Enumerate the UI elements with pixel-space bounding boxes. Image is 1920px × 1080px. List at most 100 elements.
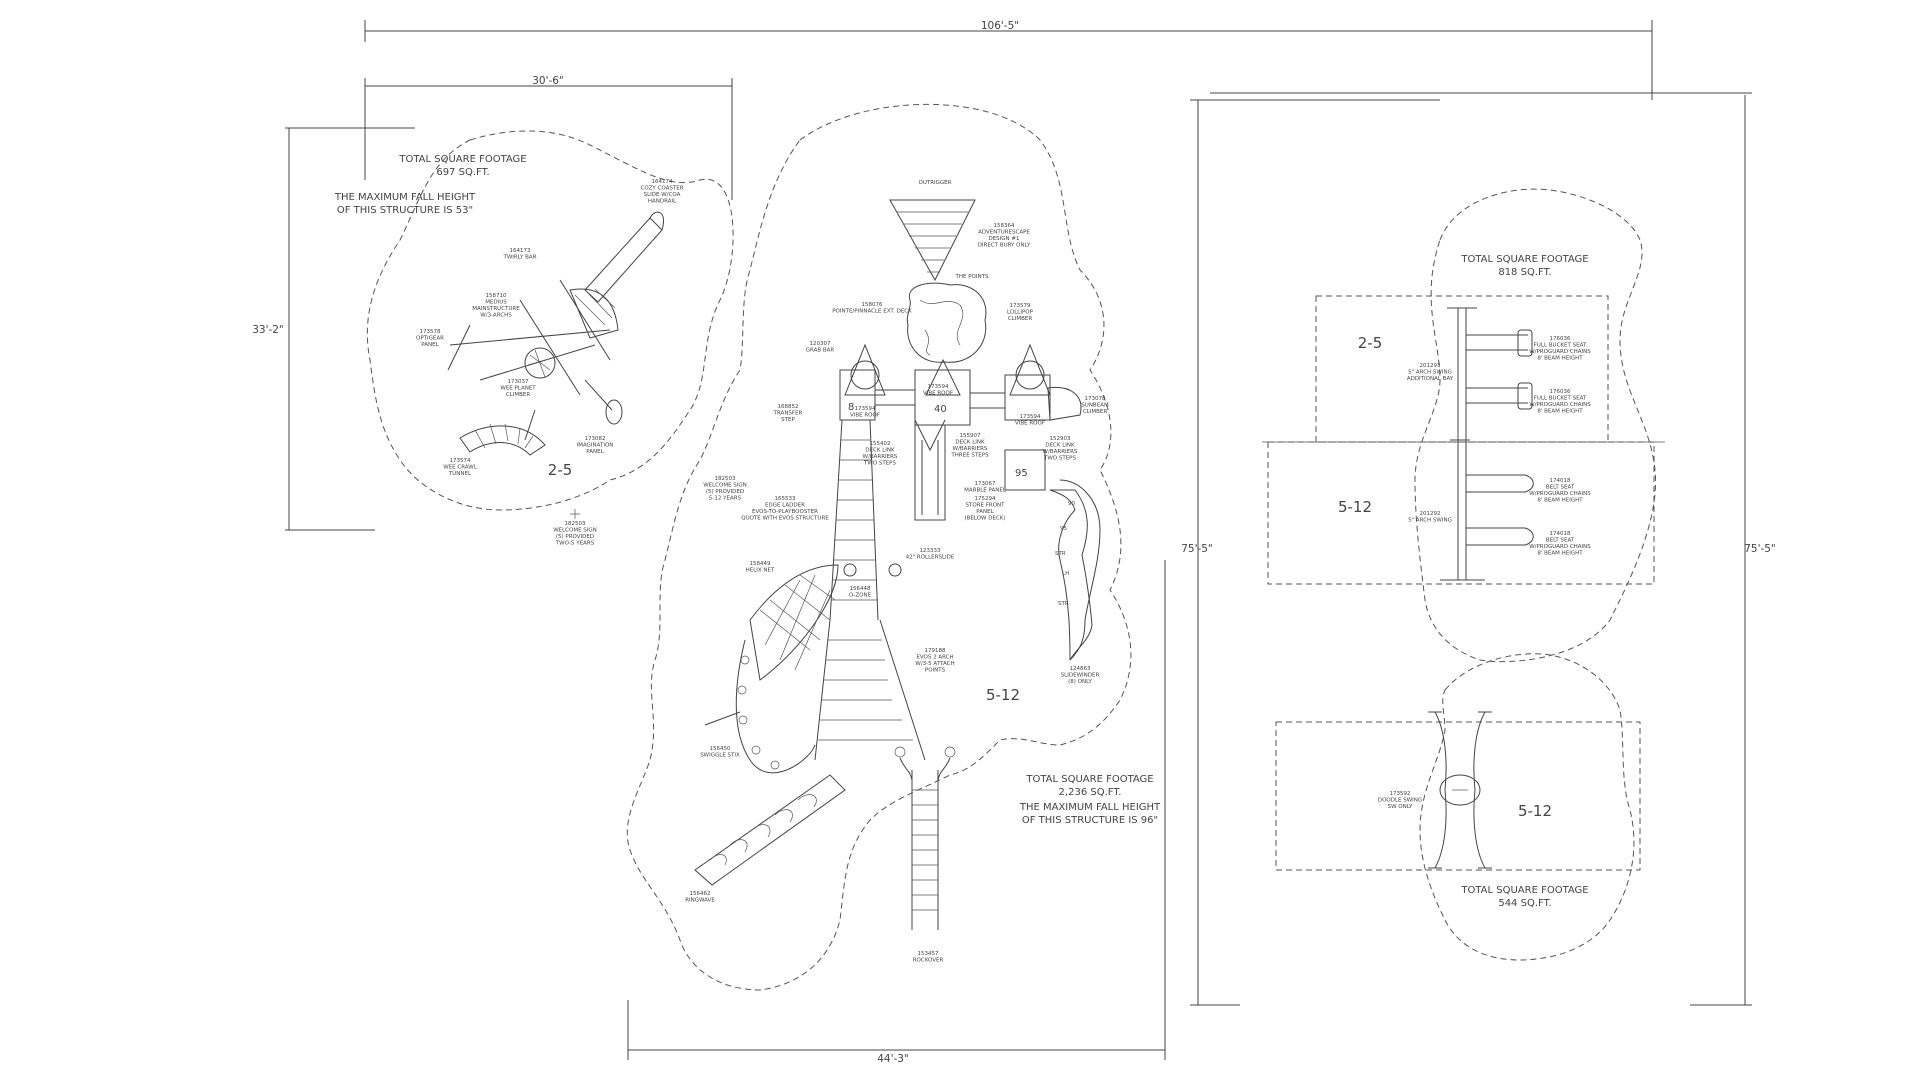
callout-c18-line: 165533: [775, 496, 796, 502]
callout-c26-line: ROCKOVER: [913, 958, 944, 964]
callout-c15-line: 5-12 YEARS: [709, 496, 742, 502]
callout-c2-line: DIRECT BURY ONLY: [978, 243, 1031, 249]
slide-label-3: STR: [1055, 551, 1066, 557]
callout-s1-line: 176036: [1550, 336, 1571, 342]
callout-c24-line: SWIGGLE STIX: [700, 753, 740, 759]
imagination-panel-icon: [584, 379, 613, 411]
vibe-roof-icons: [844, 343, 1051, 396]
callout-c24-line: 156450: [710, 746, 731, 752]
callout-c25-line: RINGWAVE: [685, 898, 715, 904]
callout-s2-line: ADDITIONAL BAY: [1407, 376, 1454, 382]
callout-l3-line: 158710: [486, 293, 507, 299]
callout-c1: OUTRIGGER: [919, 180, 952, 186]
callout-c14-line: 152903: [1050, 436, 1071, 442]
callout-c17-line: PANEL: [976, 509, 994, 515]
callout-c22-line: W/3-5 ATTACH: [915, 661, 954, 667]
safety-zone-outlines: [366, 103, 1665, 991]
callout-c16-line: MARBLE PANEL: [964, 488, 1007, 494]
imagination-panel-disc-icon: [605, 399, 623, 425]
dimension-lines: [285, 20, 1752, 1060]
dim-left-width: 30'-6": [532, 75, 564, 87]
callout-c8-line: 173078: [1085, 396, 1106, 402]
swiggle-stix-icon: [704, 639, 816, 774]
deck-height-95: 95: [1015, 468, 1028, 479]
callout-c17-line: STORE FRONT: [965, 503, 1005, 509]
callout-d1-line: 173592: [1390, 791, 1411, 797]
callout-s3-line: 176036: [1550, 389, 1571, 395]
medius-mainstructure-icon: [449, 279, 619, 396]
callout-c9-line: TRANSFER: [773, 411, 803, 417]
callout-c8-line: SUNBEAM: [1081, 403, 1109, 409]
center-fall-height-1: THE MAXIMUM FALL HEIGHT: [1019, 802, 1161, 813]
callout-c18-line: EVOS-TO-PLAYBOOSTER: [752, 509, 818, 515]
deck-height-8: 8: [848, 402, 854, 413]
slide-label-1: 90: [1068, 501, 1075, 507]
callout-s5-line: 201292: [1420, 511, 1441, 517]
callout-l8-line: WELCOME SIGN: [553, 528, 597, 534]
callout-c21-line: 156448: [850, 586, 871, 592]
callout-s2-line: 5" ARCH SWING: [1408, 370, 1452, 376]
callout-c16-line: 173067: [975, 481, 996, 487]
callout-c12-line: DECK LINK: [865, 448, 895, 454]
swings-age-b: 5-12: [1338, 498, 1372, 516]
left-sqft-title: TOTAL SQUARE FOOTAGE: [398, 154, 526, 165]
callout-c18-line: QUOTE WITH EVOS STRUCTURE: [741, 516, 829, 522]
callout-c5-line: CLIMBER: [1008, 316, 1033, 322]
callout-l1-line: 164174: [652, 179, 673, 185]
callout-c2-line: ADVENTURESCAPE: [978, 230, 1030, 236]
callout-c26-line: 153457: [918, 951, 939, 957]
callout-c13-line: DECK LINK: [955, 440, 985, 446]
callout-s2-line: 201293: [1420, 363, 1441, 369]
deck-height-40: 40: [934, 404, 947, 415]
swing-beam-icon: [1440, 307, 1485, 581]
callout-c13-line: 155907: [960, 433, 981, 439]
callout-l3-line: MEDIUS: [485, 300, 507, 306]
rollerslide-icon: [914, 419, 946, 521]
callout-d1-line: SW ONLY: [1388, 804, 1413, 810]
dim-overall-width: 106'-5": [981, 20, 1019, 32]
optigear-panel-icon: [447, 324, 471, 371]
callout-l6-line: IMAGINATION: [577, 443, 614, 449]
callout-s1-line: W/PROGUARD CHAINS: [1529, 349, 1591, 355]
callout-l1-line: SLIDE W/COA: [644, 192, 681, 198]
callout-c2-line: 158364: [994, 223, 1015, 229]
callout-l5-line: WEE PLANET: [500, 386, 536, 392]
full-bucket-seat-icons: [1466, 329, 1533, 410]
callout-l5-line: 173037: [508, 379, 529, 385]
dim-left-height: 33'-2": [252, 324, 284, 336]
callout-c14-line: DECK LINK: [1045, 443, 1075, 449]
callout-c9-line: STEP: [781, 417, 795, 423]
callout-c20-line: HELIX NET: [746, 568, 775, 574]
swings-sqft-value: 818 SQ.FT.: [1498, 267, 1551, 278]
dim-right-height-b: 75'-5": [1744, 543, 1776, 555]
callout-s6-line: 174018: [1550, 531, 1571, 537]
callout-c7-line: VIBE ROOF: [850, 413, 880, 419]
left-fall-height-1: THE MAXIMUM FALL HEIGHT: [334, 192, 476, 203]
callout-c9-line: 168852: [778, 404, 799, 410]
callout-l8-line: (5) PROVIDED: [556, 534, 594, 540]
callout-l1-line: HANDRAIL: [648, 199, 677, 205]
callout-c23-line: 124863: [1070, 666, 1091, 672]
sunbeam-climber-icon: [1047, 386, 1082, 421]
left-sqft-value: 697 SQ.FT.: [436, 167, 489, 178]
